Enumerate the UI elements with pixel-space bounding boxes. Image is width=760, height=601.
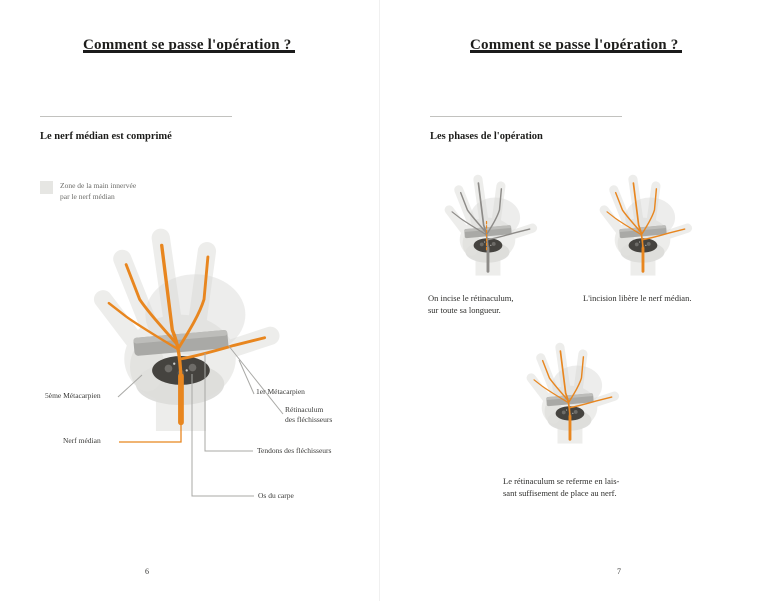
step1-caption: On incise le rétinaculum, sur toute sa l…	[428, 292, 513, 317]
hand-anatomy-diagram: 5ème Métacarpien 1er Métacarpien Rétinac…	[20, 195, 360, 515]
label-carpal-bones: Os du carpe	[258, 491, 294, 500]
page-gutter-divider	[379, 0, 380, 601]
page-title: Comment se passe l'opération ?	[470, 37, 679, 54]
hand-illustration-step2	[580, 162, 705, 277]
page-number-right: 7	[617, 567, 621, 576]
section-heading: Le nerf médian est comprimé	[40, 130, 172, 142]
label-flexor-tendons: Tendons des fléchisseurs	[257, 446, 332, 455]
median-nerve-leader-line	[119, 422, 182, 443]
label-retinaculum-line1: Rétinaculum	[285, 405, 324, 414]
page-number-left: 6	[145, 567, 149, 576]
step1-caption-line1: On incise le rétinaculum,	[428, 293, 514, 303]
right-page: Comment se passe l'opération ? Les phase…	[380, 0, 760, 601]
label-5th-metacarpal: 5ème Métacarpien	[45, 391, 101, 400]
hand-illustration-step1	[425, 162, 550, 277]
section-rule	[40, 116, 232, 117]
step1-caption-line2: sur toute sa longueur.	[428, 305, 501, 316]
legend-line1: Zone de la main innervée	[60, 181, 137, 190]
label-retinaculum: Rétinaculum des fléchisseurs	[285, 405, 332, 425]
legend: Zone de la main innervée par le nerf méd…	[40, 181, 136, 202]
page-title: Comment se passe l'opération ?	[83, 37, 292, 54]
label-1st-metacarpal: 1er Métacarpien	[256, 387, 305, 396]
legend-swatch	[40, 181, 53, 194]
label-retinaculum-line2: des fléchisseurs	[285, 414, 333, 424]
step2-caption-line1: L'incision libère le nerf médian.	[583, 293, 692, 303]
title-underline	[470, 50, 682, 53]
leader-lines	[117, 344, 284, 497]
left-page: Comment se passe l'opération ? Le nerf m…	[20, 37, 360, 576]
step3-caption-line2: sant suffisement de place au nerf.	[503, 488, 617, 499]
section-heading: Les phases de l'opération	[430, 130, 543, 142]
hand-illustration-step3	[507, 330, 632, 445]
section-rule	[430, 116, 622, 117]
step3-caption-line1: Le rétinaculum se referme en lais-	[503, 476, 620, 486]
step2-caption: L'incision libère le nerf médian.	[583, 292, 691, 304]
legend-line2: par le nerf médian	[60, 191, 115, 201]
title-underline	[83, 50, 295, 53]
label-median-nerve: Nerf médian	[63, 436, 101, 445]
legend-text: Zone de la main innervée par le nerf méd…	[60, 181, 136, 202]
step3-caption: Le rétinaculum se referme en lais- sant …	[503, 475, 619, 500]
